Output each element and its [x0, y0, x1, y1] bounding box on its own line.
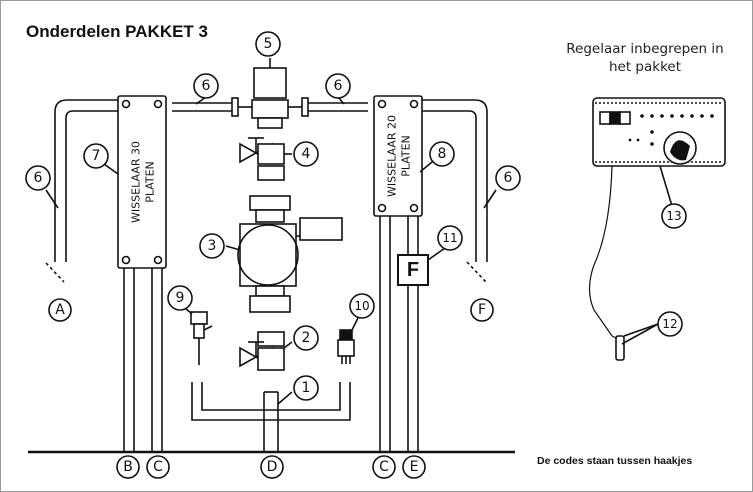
pump-top-nut [249, 195, 291, 211]
pump-bottom-nut [249, 295, 291, 313]
port-label: A [55, 302, 65, 318]
left-outer-pipe [54, 99, 118, 262]
valve-2-nut [257, 331, 285, 347]
pump-3 [237, 224, 299, 286]
flow-meter-label: F [407, 259, 419, 281]
callout-label: 9 [176, 290, 185, 306]
port-circle [402, 455, 426, 479]
hx-left-bolt [121, 99, 131, 109]
diagram-title: Onderdelen PAKKET 3 [26, 22, 208, 41]
part-5-tee [251, 99, 289, 119]
port-label: E [410, 459, 419, 475]
callout-circle [349, 293, 375, 319]
regulator-caption-line1: Regelaar inbegrepen in [566, 41, 724, 57]
right-outer-pipe-inner [420, 110, 477, 262]
callout-circle [429, 141, 455, 167]
hx-right-label-line2: PLATEN [400, 135, 413, 177]
hx-right-label-line1: WISSELAAR 20 [386, 115, 399, 197]
callout-label: 3 [208, 238, 217, 254]
port-circle [470, 298, 494, 322]
hx-left-label-line1: WISSELAAR 30 [130, 141, 143, 223]
hx-left-bolt [153, 255, 163, 265]
right-pipe-dash [466, 261, 487, 283]
callout-label: 10 [354, 299, 369, 313]
callout-label: 4 [302, 146, 311, 162]
callout-circle [495, 165, 521, 191]
hx-left-label-line2: PLATEN [144, 161, 157, 203]
callout-circle [193, 73, 219, 99]
callout-label: 11 [442, 231, 457, 245]
callout-circle [293, 375, 319, 401]
valve-2-body [257, 347, 285, 371]
port-label: D [267, 459, 278, 475]
callout-circle [167, 285, 193, 311]
left-pipe-dash [45, 262, 65, 283]
valve-2 [239, 346, 258, 368]
callout-circle [255, 31, 281, 57]
top-left-fitting [231, 97, 239, 117]
sensor-10 [339, 329, 353, 341]
port-circle [260, 455, 284, 479]
regulator-leds [628, 114, 714, 146]
callout-label: 6 [202, 78, 211, 94]
codes-note: De codes staan tussen haakjes [537, 455, 693, 467]
port-label: F [478, 302, 486, 318]
port-circle [116, 455, 140, 479]
callout-label: 2 [302, 330, 311, 346]
callout-circle [657, 311, 683, 337]
port-circle [372, 455, 396, 479]
heat-exchanger-right [373, 95, 423, 217]
port-label: C [153, 459, 163, 475]
sensor-probe-12 [615, 335, 625, 361]
part-5-collar [257, 117, 283, 129]
callout-circle [83, 143, 109, 169]
top-right-fitting [301, 97, 309, 117]
sensor-cable-12 [588, 165, 613, 337]
port-label: B [123, 459, 133, 475]
hx-right-bolt [409, 203, 419, 213]
flow-meter [397, 254, 429, 286]
part-5-cap [253, 67, 287, 99]
callout-circle [199, 233, 225, 259]
callout-label: 13 [666, 209, 681, 223]
regulator-caption-line2: het pakket [608, 59, 682, 75]
callout-label: 6 [34, 170, 43, 186]
callout-circle [325, 73, 351, 99]
port-circle [48, 298, 72, 322]
right-outer-pipe [420, 99, 488, 262]
callout-circle [25, 165, 51, 191]
valve-4 [239, 142, 258, 164]
callout-label: 8 [438, 146, 447, 162]
hx-right-bolt [377, 203, 387, 213]
hx-left-bolt [121, 255, 131, 265]
valve-4-body [257, 143, 285, 165]
manifold-1 [191, 382, 351, 421]
hx-right-bolt [377, 99, 387, 109]
safety-valve-9 [190, 311, 208, 325]
regulator-13 [592, 97, 726, 167]
callout-circle [293, 325, 319, 351]
callout-circle [437, 225, 463, 251]
pump-motor-box [299, 217, 343, 241]
callout-label: 6 [334, 78, 343, 94]
callout-label: 12 [662, 317, 677, 331]
hx-left-bolt [153, 99, 163, 109]
left-outer-pipe-inner [65, 110, 118, 262]
regulator-caption: Regelaar inbegrepen in het pakket [560, 40, 730, 76]
port-circle [146, 455, 170, 479]
valve-4-nut [257, 165, 285, 181]
callout-circle [661, 203, 687, 229]
callout-label: 7 [92, 148, 101, 164]
heat-exchanger-left [117, 95, 167, 269]
callout-label: 1 [302, 380, 311, 396]
callout-label: 6 [504, 170, 513, 186]
hx-right-bolt [409, 99, 419, 109]
port-label: C [379, 459, 389, 475]
callout-label: 5 [264, 36, 273, 52]
callout-circle [293, 141, 319, 167]
